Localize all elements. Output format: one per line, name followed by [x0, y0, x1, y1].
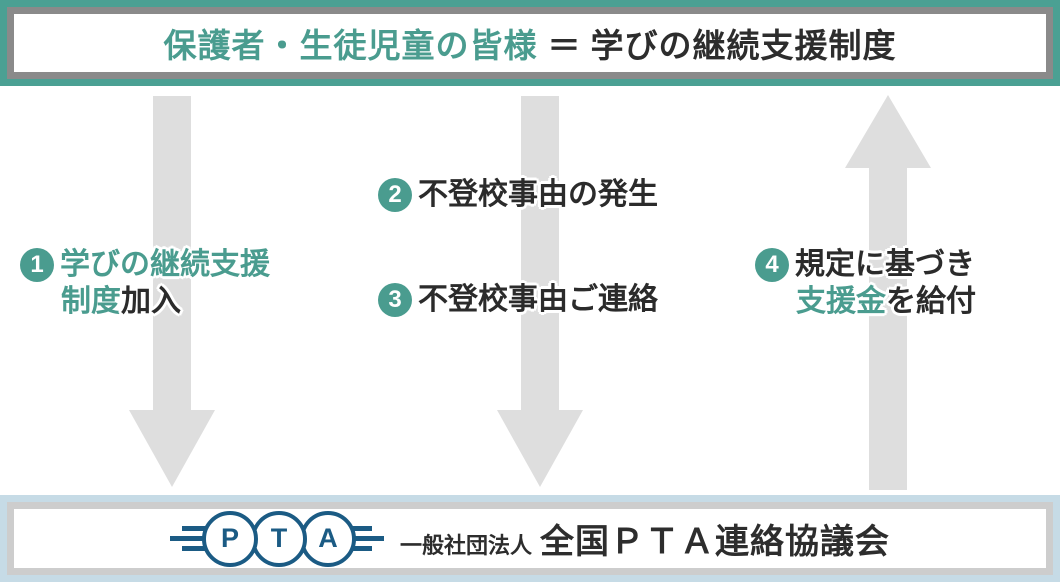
step-1-line-2: 制度 加入 — [61, 283, 270, 320]
step-3-label: 不登校事由ご連絡 — [418, 283, 658, 316]
step-4-payout: 4 規定に基づき 支援金 を給付 — [755, 246, 976, 320]
organization-name: 一般社団法人 全国ＰＴＡ連絡協議会 — [400, 514, 890, 563]
step4-up-arrow-icon — [845, 95, 931, 490]
step-4-label-dark: 規定に基づき — [795, 248, 975, 281]
bottom-band-organization: P T A 一般社団法人 全国ＰＴＡ連絡協議会 — [0, 495, 1060, 582]
step-3-number-badge: 3 — [378, 282, 412, 317]
bottom-band-inner: P T A 一般社団法人 全国ＰＴＡ連絡協議会 — [7, 502, 1053, 575]
step-2-label: 不登校事由の発生 — [418, 178, 658, 211]
step1-down-arrow-icon — [129, 96, 215, 487]
step-1-label-teal: 学びの継続支援 — [60, 248, 270, 281]
step-3-line: 3 不登校事由ご連絡 — [378, 281, 658, 318]
step-3-report: 3 不登校事由ご連絡 — [378, 281, 658, 318]
top-band-inner: 保護者・生徒児童の皆様 ＝ 学びの継続支援制度 — [7, 7, 1053, 79]
step2-step3-down-arrow-icon — [497, 96, 583, 487]
organization-title: 全国ＰＴＡ連絡協議会 — [540, 523, 890, 561]
step-1-number-badge: 1 — [20, 247, 54, 282]
top-band-program-label: 学びの継続支援制度 — [590, 27, 897, 64]
pta-logo-icon: P T A — [169, 510, 384, 567]
step-2-line: 2 不登校事由の発生 — [378, 176, 658, 213]
step-4-number-badge: 4 — [755, 247, 789, 282]
pta-logo-speedlines-left — [169, 526, 210, 551]
top-band-separator: ＝ — [547, 27, 581, 64]
pta-logo-circle-t: T — [250, 510, 307, 567]
step-2-number-badge: 2 — [378, 177, 412, 212]
step-1-line-1: 1 学びの継続支援 — [20, 246, 270, 283]
step-1-label-dark: 加入 — [121, 285, 181, 318]
step-1-enroll: 1 学びの継続支援 制度 加入 — [20, 246, 270, 320]
organization-prefix: 一般社団法人 — [399, 533, 532, 558]
step-4-line-1: 4 規定に基づき — [755, 246, 976, 283]
pta-logo-speedlines-right — [347, 526, 384, 551]
top-band-party-label: 保護者・生徒児童の皆様 — [163, 27, 538, 64]
pta-logo-circle-p: P — [201, 510, 258, 567]
top-band-parents-students: 保護者・生徒児童の皆様 ＝ 学びの継続支援制度 — [0, 0, 1060, 86]
step-4-line-2: 支援金 を給付 — [796, 283, 976, 320]
step-4-label-teal: 支援金 — [796, 285, 886, 318]
step-2-event-occurs: 2 不登校事由の発生 — [378, 176, 658, 213]
step-1-label-teal-2: 制度 — [61, 285, 121, 318]
pta-logo-circle-a: A — [299, 510, 356, 567]
step-4-label-dark-2: を給付 — [886, 285, 976, 318]
